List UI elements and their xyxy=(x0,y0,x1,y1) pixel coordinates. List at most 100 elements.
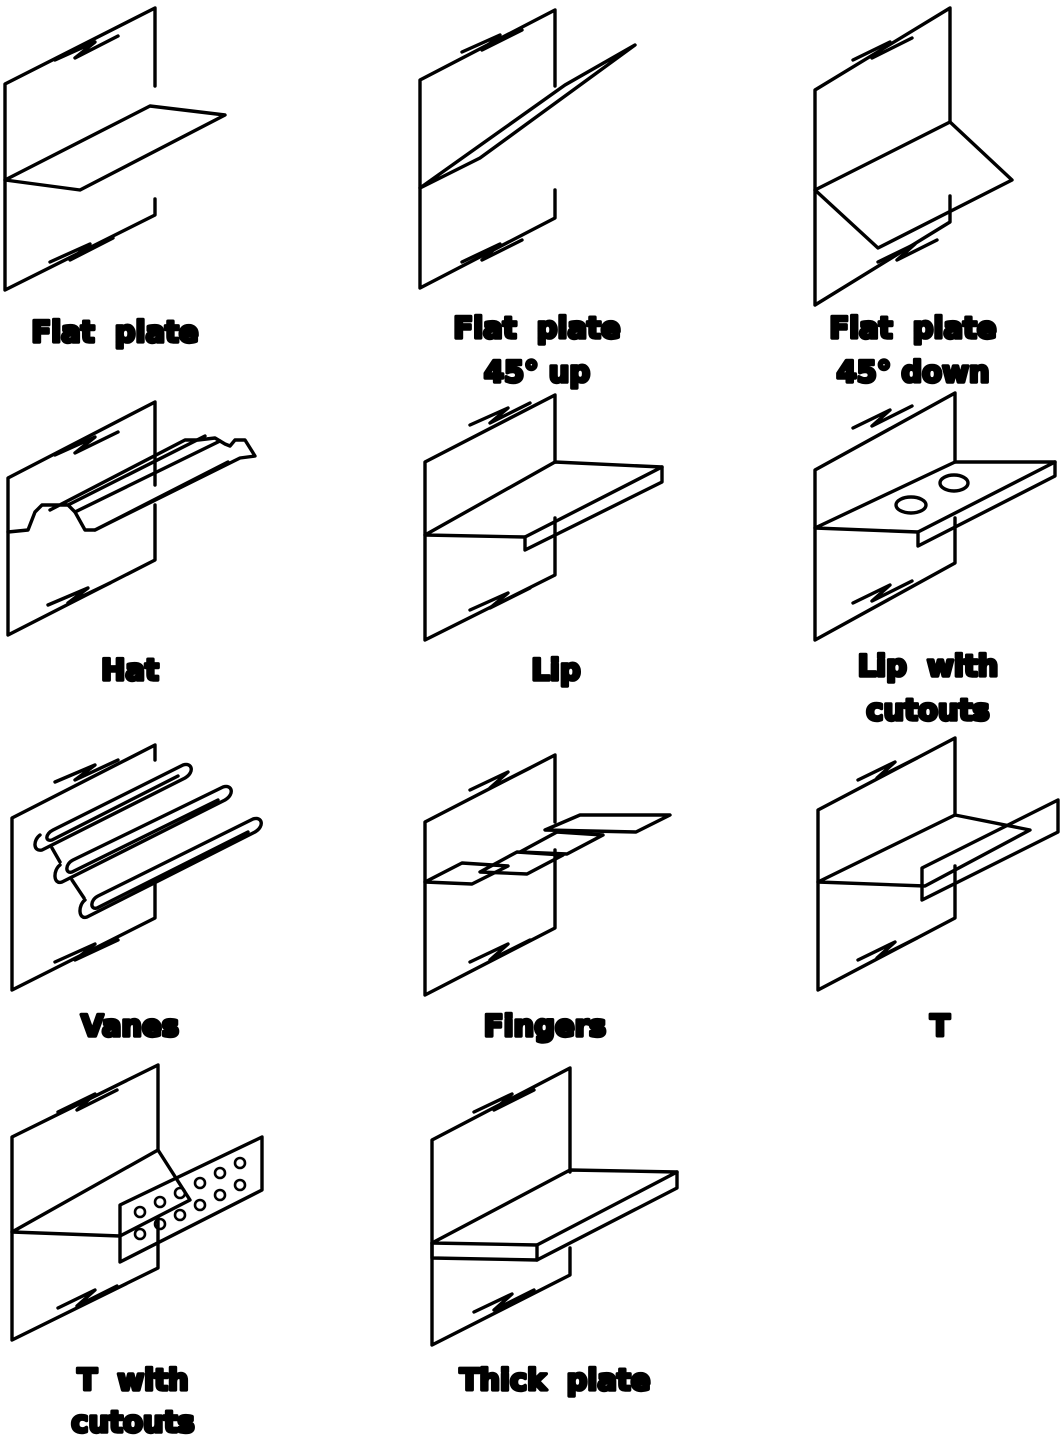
vane-3 xyxy=(78,816,263,920)
lip xyxy=(523,465,664,552)
label-line: Fingers xyxy=(484,1009,606,1043)
label-line: Lip with xyxy=(858,649,999,683)
break-symbol-bottom xyxy=(460,238,524,264)
plate xyxy=(418,43,637,190)
back-plate xyxy=(418,8,557,290)
break-symbol-bottom xyxy=(851,579,914,605)
label-thick-plate: Thick plate xyxy=(460,1363,651,1397)
cutout-hole xyxy=(173,1208,187,1222)
label-line: Thick plate xyxy=(460,1363,651,1397)
cutout-hole xyxy=(153,1195,167,1209)
flat-plate-45-up-drawing xyxy=(418,8,637,290)
cutout-hole xyxy=(213,1188,227,1202)
label-line: Flat plate xyxy=(453,311,620,345)
break-symbol-top xyxy=(468,401,532,427)
finger xyxy=(423,861,510,886)
label-fingers: Fingers xyxy=(484,1009,606,1043)
break-symbol-bottom xyxy=(48,236,115,264)
plate-thickness xyxy=(430,1170,679,1262)
break-symbol-bottom xyxy=(46,581,112,607)
lip-with-cutouts-drawing xyxy=(813,391,1057,642)
vanes-drawing xyxy=(10,743,263,992)
plate xyxy=(813,120,1014,250)
break-symbol-bottom xyxy=(56,1284,119,1310)
break-symbol-bottom xyxy=(468,586,532,612)
vane-1 xyxy=(33,762,193,852)
break-symbol-top xyxy=(53,34,120,62)
break-symbol-bottom xyxy=(472,1288,536,1314)
hat-ridge xyxy=(66,434,230,532)
cutout-holes xyxy=(133,1156,247,1241)
break-symbol-top xyxy=(851,36,914,62)
thick-plate-drawing xyxy=(430,1066,679,1347)
vane-bridge xyxy=(50,846,86,900)
cutout-hole xyxy=(233,1156,247,1170)
label-lip: Lip xyxy=(531,653,580,687)
label-line: T with xyxy=(77,1363,188,1397)
vane-2 xyxy=(53,784,233,885)
cutout-hole xyxy=(938,473,970,493)
cutout-hole xyxy=(894,495,928,515)
finger xyxy=(543,813,672,834)
back-plate xyxy=(813,391,957,642)
flat-plate-45-down-drawing xyxy=(813,6,1014,307)
t-with-cutouts-drawing xyxy=(10,1063,264,1342)
cutout-hole xyxy=(193,1198,207,1212)
hat-drawing xyxy=(6,400,257,637)
label-line: cutouts xyxy=(71,1405,194,1439)
break-symbol-bottom xyxy=(876,238,939,264)
break-symbol-bottom xyxy=(856,936,919,962)
back-plate xyxy=(10,1063,160,1342)
label-line: Flat plate xyxy=(31,315,198,349)
cutout-hole xyxy=(213,1166,227,1180)
lip-drawing xyxy=(423,393,664,642)
t-flange xyxy=(920,798,1060,902)
break-symbol-top xyxy=(53,430,120,457)
label-line: Lip xyxy=(531,653,580,687)
plate xyxy=(3,104,227,192)
plate xyxy=(816,813,1032,888)
break-symbol-top xyxy=(53,758,120,784)
back-plate xyxy=(423,753,557,997)
finger xyxy=(478,850,565,876)
break-symbol-top xyxy=(468,766,532,792)
label-line: Hat xyxy=(101,653,159,687)
label-line: 45° up xyxy=(484,355,590,389)
break-symbol-top xyxy=(56,1088,119,1114)
break-symbol-top xyxy=(460,28,524,54)
cutout-hole xyxy=(133,1227,147,1241)
back-plate xyxy=(813,6,952,307)
fingers-drawing xyxy=(423,753,672,997)
hat-section xyxy=(6,436,257,534)
label-vanes: Vanes xyxy=(81,1009,179,1043)
label-line: Vanes xyxy=(81,1009,179,1043)
label-t: T xyxy=(930,1009,950,1043)
break-symbol-top xyxy=(856,756,919,782)
back-plate xyxy=(10,743,157,992)
label-flat-plate: Flat plate xyxy=(31,315,198,349)
cutout-hole xyxy=(153,1217,167,1231)
cutout-hole xyxy=(233,1178,247,1192)
t-drawing xyxy=(816,736,1060,992)
back-plate xyxy=(3,6,157,292)
cutout-hole xyxy=(173,1186,187,1200)
finger xyxy=(518,830,605,856)
t-flange xyxy=(118,1135,264,1264)
back-plate xyxy=(6,400,157,637)
label-line: T xyxy=(930,1009,950,1043)
cutout-hole xyxy=(133,1205,147,1219)
label-line: Flat plate xyxy=(829,311,996,345)
break-symbol-top xyxy=(851,404,914,430)
back-plate xyxy=(816,736,957,992)
flat-plate-drawing xyxy=(3,6,227,292)
break-symbol-top xyxy=(472,1088,536,1114)
label-flat-plate-45-up: Flat plate 45° up xyxy=(453,311,620,389)
label-line: cutouts xyxy=(866,693,989,727)
label-t-with-cutouts: T with cutouts xyxy=(71,1363,194,1439)
break-symbol-bottom xyxy=(468,938,532,964)
plate xyxy=(10,1148,192,1238)
cutout-hole xyxy=(193,1176,207,1190)
label-lip-with-cutouts: Lip with cutouts xyxy=(858,649,999,727)
